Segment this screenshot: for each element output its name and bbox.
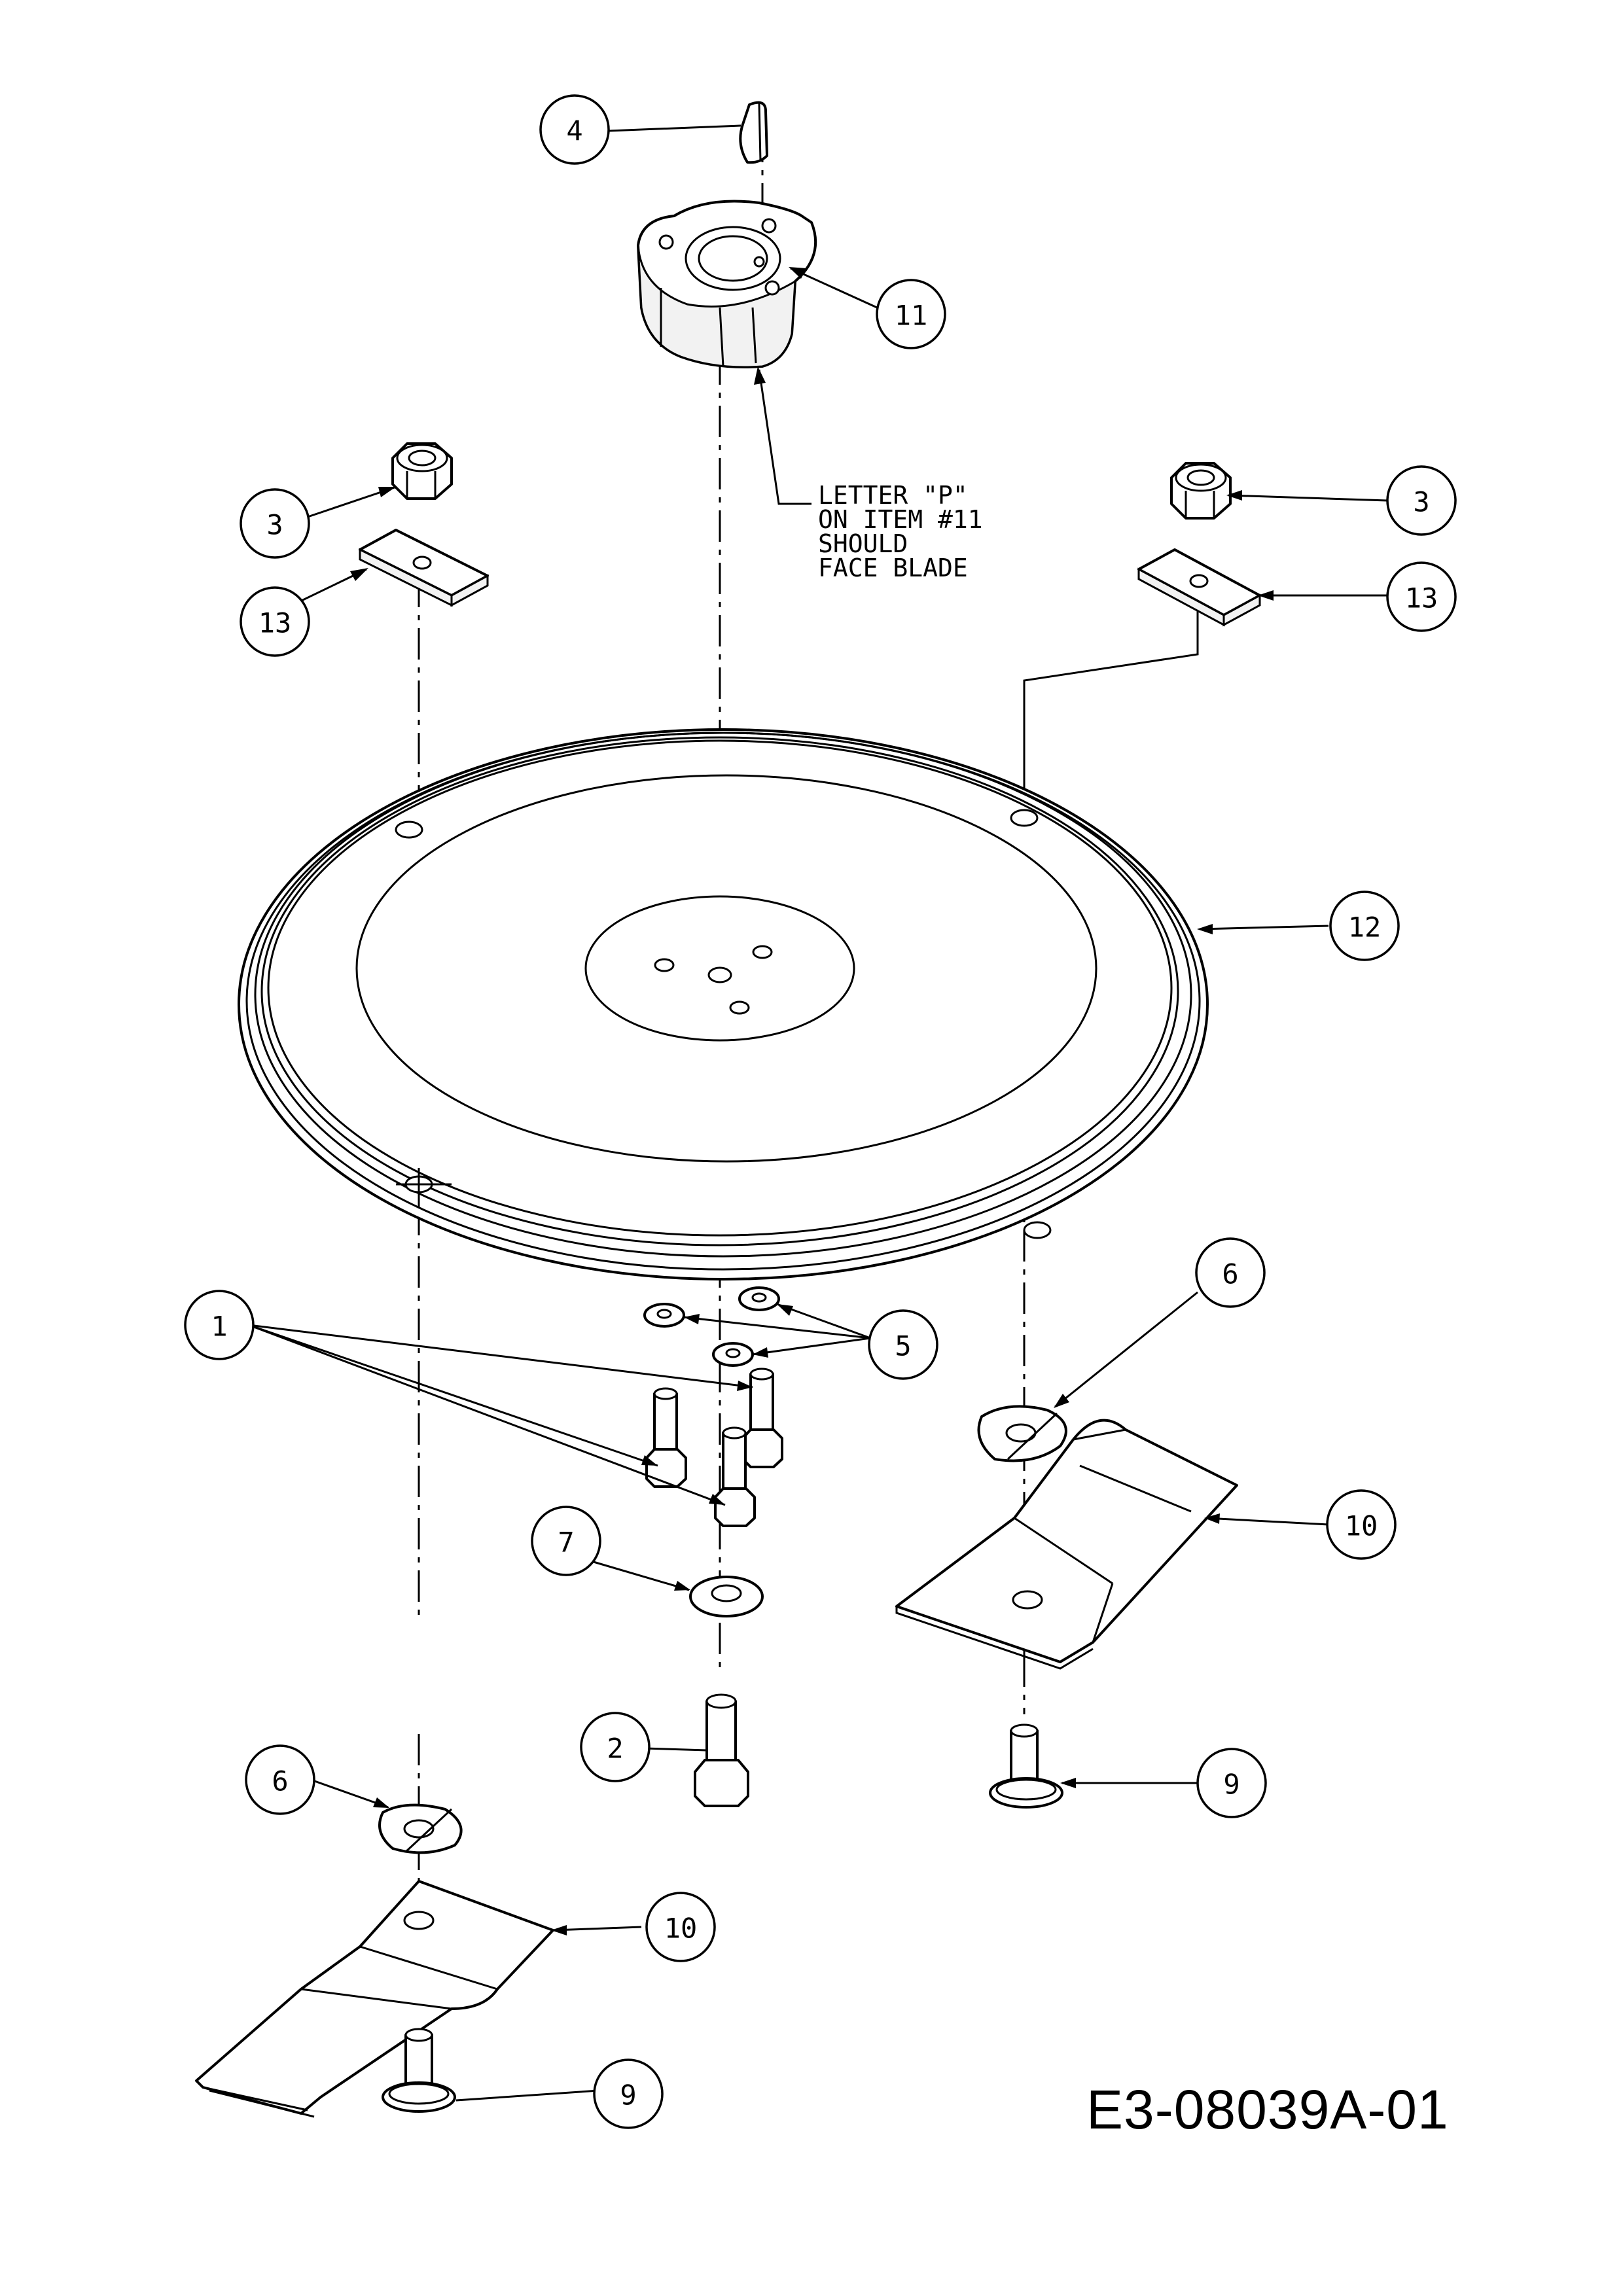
svg-text:3: 3 <box>1413 486 1429 518</box>
item-3-lock-nut-right <box>1170 462 1232 520</box>
svg-text:1: 1 <box>211 1311 227 1343</box>
callout-2: 2 <box>580 1712 651 1782</box>
callout-6-right: 6 <box>1195 1237 1266 1308</box>
item-13-plate-right <box>1137 548 1261 627</box>
svg-text:3: 3 <box>266 509 283 541</box>
note-line-2: ON ITEM #11 <box>818 505 983 534</box>
svg-text:6: 6 <box>1222 1258 1238 1290</box>
callout-1: 1 <box>184 1290 255 1360</box>
svg-text:9: 9 <box>620 2079 636 2111</box>
note-line-1: LETTER "P" <box>818 481 968 510</box>
callout-9-right: 9 <box>1196 1748 1267 1818</box>
item-12-blade-disc <box>238 728 1209 1280</box>
item-5-washers <box>643 1286 780 1367</box>
callout-13-right: 13 <box>1386 561 1457 632</box>
item-1-bolts <box>645 1368 783 1527</box>
item-4-key <box>739 101 768 164</box>
item-10-blade-right <box>895 1419 1238 1670</box>
callout-11: 11 <box>876 279 946 349</box>
callout-6-left: 6 <box>245 1744 315 1815</box>
item-10-blade-left <box>195 1880 554 2118</box>
svg-text:13: 13 <box>259 607 292 639</box>
svg-text:5: 5 <box>895 1330 911 1362</box>
callout-10-left: 10 <box>645 1892 716 1962</box>
svg-text:4: 4 <box>566 115 582 147</box>
item-3-lock-nut-left <box>391 442 453 500</box>
svg-text:9: 9 <box>1223 1769 1240 1801</box>
item-11-adapter <box>637 200 817 368</box>
svg-text:10: 10 <box>1345 1510 1378 1542</box>
svg-text:11: 11 <box>895 300 928 332</box>
svg-text:6: 6 <box>272 1765 288 1797</box>
item-6-spacer-right <box>977 1405 1067 1462</box>
item-2-center-bolt <box>694 1693 749 1807</box>
svg-text:12: 12 <box>1348 911 1382 944</box>
callout-13-left: 13 <box>240 586 310 657</box>
callout-10-right: 10 <box>1326 1489 1397 1560</box>
leader-lines <box>248 124 1388 2102</box>
callout-4: 4 <box>539 94 610 165</box>
item-6-spacer-left <box>378 1803 463 1854</box>
drawing-number: E3-08039A-01 <box>1086 2079 1449 2140</box>
assembly-note: LETTER "P" ON ITEM #11 SHOULD FACE BLADE <box>818 481 983 582</box>
callout-12: 12 <box>1329 891 1400 961</box>
callout-5: 5 <box>868 1309 938 1380</box>
svg-text:10: 10 <box>664 1913 698 1945</box>
svg-text:13: 13 <box>1405 582 1438 614</box>
note-line-3: SHOULD <box>818 529 908 558</box>
item-7-washer <box>689 1576 764 1617</box>
item-9-blade-bolt-right <box>989 1723 1063 1809</box>
callout-9-left: 9 <box>593 2058 664 2129</box>
item-13-plate-left <box>359 529 489 607</box>
callout-3-left: 3 <box>240 488 310 559</box>
callout-7: 7 <box>531 1506 601 1576</box>
svg-text:7: 7 <box>558 1527 574 1559</box>
callout-3-right: 3 <box>1386 465 1457 536</box>
note-line-4: FACE BLADE <box>818 554 968 582</box>
item-9-blade-bolt-left <box>382 2028 456 2113</box>
svg-text:2: 2 <box>607 1733 623 1765</box>
